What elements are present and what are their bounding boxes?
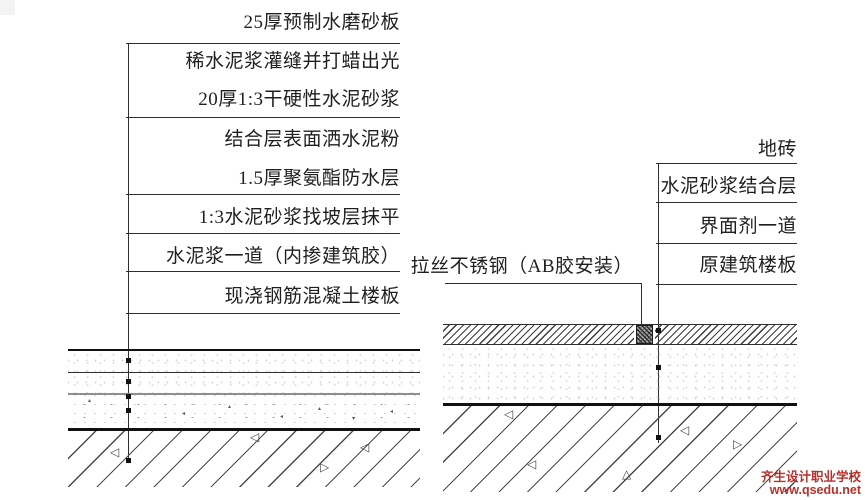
left-layer-label-7: 水泥浆一道（内掺建筑胶） <box>165 246 400 267</box>
right-layer-label-1: 地砖 <box>757 139 797 160</box>
aggregate-mark: ▴ <box>318 405 322 412</box>
watermark-school-name: 齐生设计职业学校 <box>760 470 861 484</box>
right-tile-layer-right <box>655 325 797 344</box>
leader-dot <box>126 379 131 384</box>
right-layer-label-3: 界面剂一道 <box>699 216 797 237</box>
right-layer-label-4: 原建筑楼板 <box>699 255 797 276</box>
left-layer-label-2: 稀水泥浆灌缝并打蜡出光 <box>185 51 400 72</box>
right-slab-top-line <box>443 403 797 406</box>
hatch-triangle-marker: ◁ <box>250 430 260 444</box>
scan-artifact <box>0 0 15 15</box>
leader-dot <box>656 328 661 333</box>
left-layer-label-1: 25厚预制水磨砂板 <box>243 12 400 33</box>
steel-callout-drop-line <box>641 283 642 325</box>
steel-callout-underline <box>445 283 642 284</box>
right-tile-bottom-line <box>443 344 797 345</box>
hatch-triangle-marker: ◁ <box>504 407 514 421</box>
leader-dot <box>656 435 661 440</box>
watermark: 齐生设计职业学校 www.qsedu.net <box>761 471 861 497</box>
hatch-triangle-marker: ▷ <box>320 460 330 474</box>
watermark-website: www.qsedu.net <box>769 483 861 497</box>
leader-dot <box>656 365 661 370</box>
stainless-steel-strip <box>636 325 653 344</box>
aggregate-mark: ▴ <box>228 403 232 410</box>
right-tile-layer-left <box>443 325 634 344</box>
left-layer-label-4: 结合层表面洒水泥粉 <box>224 129 400 150</box>
hatch-triangle-marker: ▷ <box>733 437 743 451</box>
left-leader-line <box>128 43 129 462</box>
leader-dot <box>126 458 131 463</box>
left-waterproof-membrane-line <box>68 393 420 395</box>
left-separator-2 <box>126 117 400 118</box>
left-drawing-top-surface-line <box>68 349 420 351</box>
left-layer-divider-1 <box>68 372 420 373</box>
left-separator-6 <box>126 313 400 314</box>
aggregate-mark: ▾ <box>352 415 356 422</box>
right-tile-top-line <box>443 324 797 325</box>
hatch-triangle-marker: ◁ <box>680 423 690 437</box>
right-leader-line <box>658 163 659 443</box>
left-terrazzo-slab-layer <box>68 351 420 372</box>
leader-dot <box>126 408 131 413</box>
left-layer-label-6: 1:3水泥砂浆找坡层抹平 <box>198 207 400 228</box>
aggregate-mark: ◂ <box>182 410 186 417</box>
hatch-triangle-marker: △ <box>622 467 632 481</box>
aggregate-mark: ▴ <box>88 397 92 404</box>
hatch-triangle-marker: ◁ <box>110 445 120 459</box>
left-separator-3 <box>126 194 400 195</box>
aggregate-mark: ◂ <box>390 408 394 415</box>
steel-strip-callout-label: 拉丝不锈钢（AB胶安装） <box>410 256 633 277</box>
hatch-triangle-marker: ◁ <box>527 457 537 471</box>
right-concrete-slab-hatch <box>443 406 797 492</box>
left-separator-1 <box>126 43 400 44</box>
left-mortar-bed-layer <box>68 373 420 393</box>
left-layer-label-3: 20厚1:3干硬性水泥砂浆 <box>198 89 400 110</box>
right-separator-1 <box>656 163 797 164</box>
left-screed-layer <box>68 395 420 428</box>
right-separator-3 <box>656 243 797 244</box>
right-separator-4 <box>656 284 797 285</box>
right-mortar-layer <box>443 345 797 403</box>
right-separator-2 <box>656 202 797 203</box>
leader-dot <box>126 358 131 363</box>
leader-dot <box>126 394 131 399</box>
right-layer-label-2: 水泥砂浆结合层 <box>660 176 797 197</box>
left-separator-4 <box>126 233 400 234</box>
left-slab-top-line <box>68 428 420 431</box>
hatch-triangle-marker: ◁ <box>360 440 370 454</box>
left-layer-label-5: 1.5厚聚氨酯防水层 <box>238 168 400 189</box>
left-separator-5 <box>126 271 400 272</box>
aggregate-mark: ◂ <box>280 413 284 420</box>
left-layer-label-8: 现浇钢筋混凝土楼板 <box>224 286 400 307</box>
